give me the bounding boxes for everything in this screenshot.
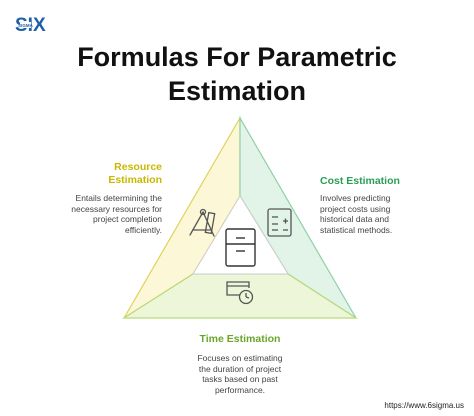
page-title-line-1: Formulas For Parametric bbox=[77, 42, 397, 72]
resource-desc-line: project completion bbox=[93, 214, 162, 224]
cost-estimation-description: Involves predicting project costs using … bbox=[320, 193, 450, 235]
resource-estimation-title: Resource Estimation bbox=[70, 161, 162, 187]
brand-logo: SIX SIGMA bbox=[15, 15, 46, 36]
logo-subtext: SIGMA bbox=[18, 23, 34, 28]
ledger-icon bbox=[225, 228, 256, 267]
cost-desc-line: project costs using bbox=[320, 203, 391, 214]
page-title-line-2: Estimation bbox=[167, 76, 307, 106]
resource-title-line-2: Estimation bbox=[108, 174, 162, 186]
resource-estimation-description: Entails determining the necessary resour… bbox=[55, 193, 162, 235]
time-desc-line: the duration of project bbox=[198, 363, 282, 374]
time-estimation-title: Time Estimation bbox=[199, 333, 281, 345]
resource-desc-line: efficiently. bbox=[124, 224, 162, 235]
time-desc-line: performance. bbox=[214, 384, 266, 395]
resource-desc-line: Entails determining the bbox=[75, 193, 162, 203]
resource-title-line-1: Resource bbox=[114, 161, 162, 173]
inner-triangle bbox=[192, 195, 289, 275]
time-desc-line: tasks based on past bbox=[202, 374, 278, 384]
source-url[interactable]: https://www.6sigma.us bbox=[384, 401, 464, 410]
cost-desc-line: historical data and bbox=[320, 214, 389, 224]
timer-window-icon bbox=[226, 281, 254, 305]
drafting-tools-icon bbox=[189, 208, 216, 237]
cost-desc-line: Involves predicting bbox=[320, 193, 391, 203]
cost-estimation-title: Cost Estimation bbox=[320, 175, 400, 187]
cost-desc-line: statistical methods. bbox=[320, 224, 393, 235]
time-desc-line: Focuses on estimating bbox=[197, 353, 283, 363]
resource-desc-line: necessary resources for bbox=[71, 203, 162, 214]
calculator-icon bbox=[267, 208, 292, 237]
time-estimation-description: Focuses on estimating the duration of pr… bbox=[165, 353, 315, 395]
